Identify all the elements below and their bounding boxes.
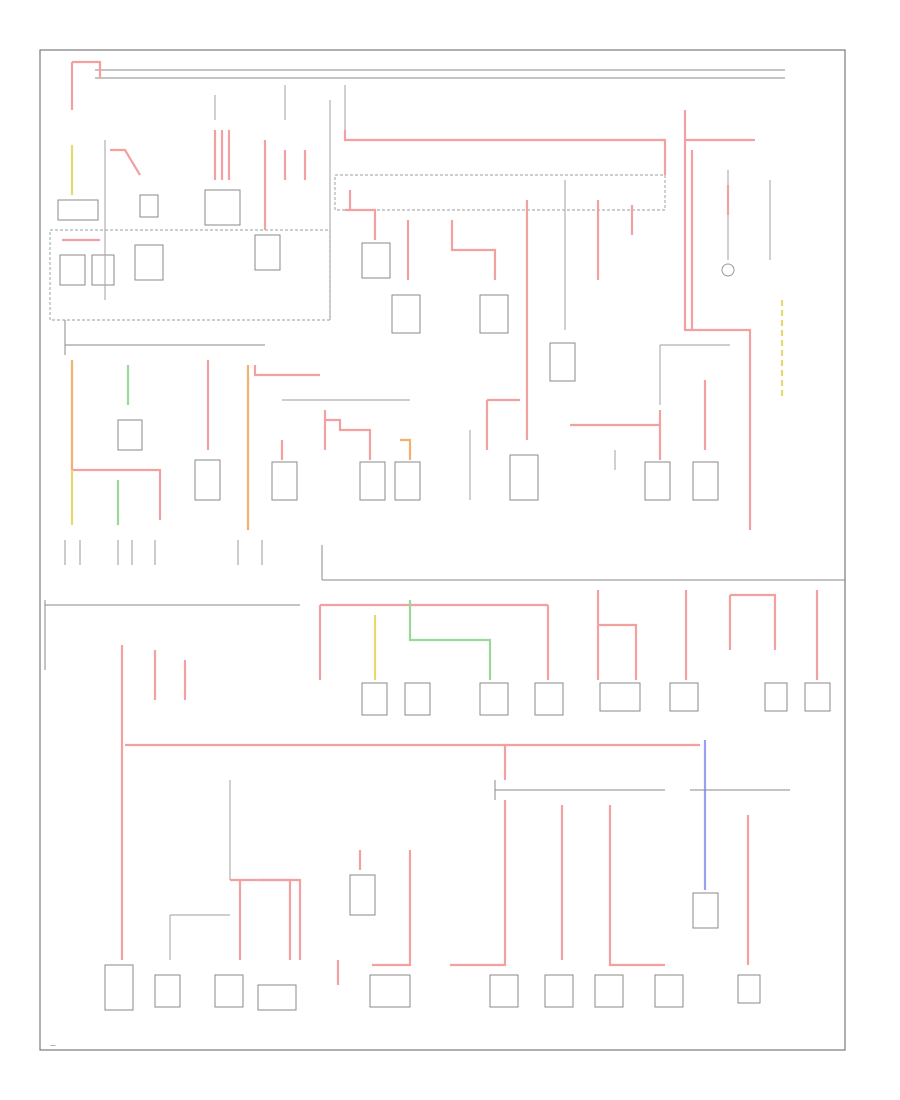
component-box xyxy=(509,454,539,501)
component-box xyxy=(361,242,391,279)
component-box xyxy=(654,974,684,1008)
bottom-section xyxy=(104,780,790,1011)
main-red-feed xyxy=(343,130,667,175)
component-box xyxy=(104,964,134,1011)
component-box xyxy=(154,974,181,1008)
component-box xyxy=(359,461,386,501)
component-box xyxy=(394,461,421,501)
relay-component xyxy=(204,189,241,226)
component-box xyxy=(764,682,788,712)
center-fuse-block xyxy=(334,174,666,211)
component-box xyxy=(644,461,671,501)
component-box xyxy=(194,459,221,501)
component-box xyxy=(549,342,576,382)
component-box xyxy=(271,461,298,501)
component-box xyxy=(254,234,281,271)
middle-section xyxy=(64,320,730,565)
component-box xyxy=(257,984,297,1011)
component-box xyxy=(737,974,761,1004)
right-red-feed xyxy=(683,110,752,530)
component-box xyxy=(139,194,159,218)
component-box xyxy=(534,682,564,716)
diagram-frame xyxy=(39,49,846,1051)
component-box xyxy=(692,461,719,501)
component-box xyxy=(479,682,509,716)
lower-middle-section xyxy=(44,545,845,890)
battery-feed-wire xyxy=(72,60,102,78)
component-box xyxy=(117,419,143,451)
component-box xyxy=(594,974,624,1008)
component-box xyxy=(214,974,244,1008)
ground-point xyxy=(721,263,735,277)
component-box xyxy=(59,254,86,286)
component-box xyxy=(479,294,509,334)
battery-component xyxy=(57,199,99,221)
component-box xyxy=(361,682,388,716)
top-section xyxy=(49,60,785,530)
component-box xyxy=(349,874,376,916)
component-box xyxy=(489,974,519,1008)
component-box xyxy=(134,244,164,281)
component-box xyxy=(404,682,431,716)
component-box xyxy=(692,892,719,929)
connector-pins xyxy=(64,540,263,565)
component-box xyxy=(544,974,574,1008)
component-box xyxy=(391,294,421,334)
component-box xyxy=(804,682,831,712)
component-box xyxy=(91,254,115,286)
page-label: — xyxy=(50,1042,56,1049)
component-box xyxy=(669,682,699,712)
component-box xyxy=(599,682,641,712)
component-box xyxy=(369,974,411,1008)
